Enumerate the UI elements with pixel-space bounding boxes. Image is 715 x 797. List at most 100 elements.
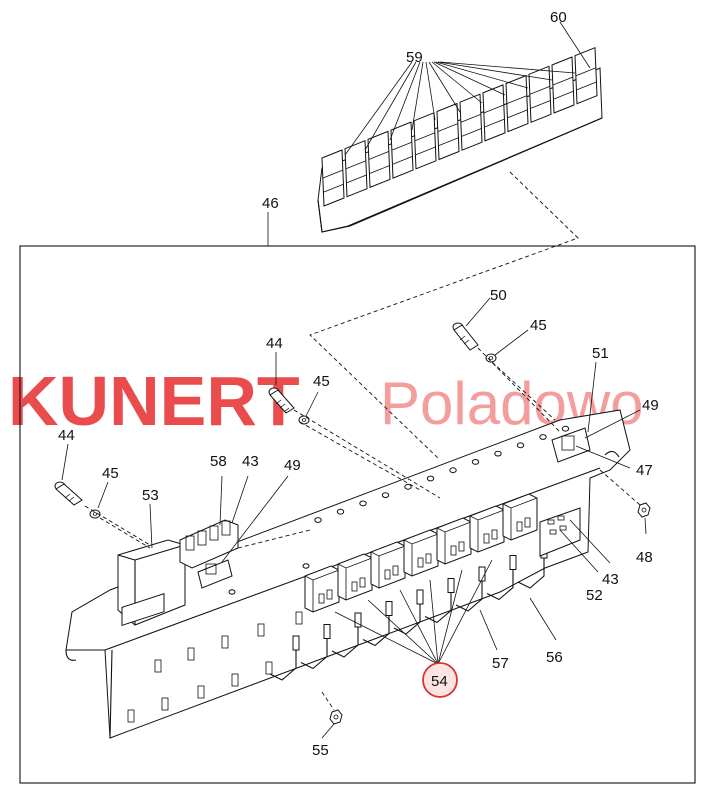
slot-3 <box>221 635 229 649</box>
hole-6 <box>426 475 435 482</box>
wire-hook-1 <box>269 650 297 681</box>
fuse-8 <box>482 84 506 142</box>
wire-terminals <box>269 543 548 681</box>
relay-7 <box>502 493 538 541</box>
wire-hook-9 <box>517 558 545 589</box>
callout-57: 57 <box>492 655 509 672</box>
fuse-3 <box>367 130 391 189</box>
callout-45-upper: 45 <box>313 373 330 390</box>
fuse-1 <box>321 149 345 207</box>
callout-56: 56 <box>546 649 563 666</box>
hole-9 <box>494 450 502 457</box>
slot-5 <box>295 611 303 625</box>
fuse-2 <box>344 139 368 198</box>
fuse-12 <box>574 46 598 105</box>
callout-48: 48 <box>636 549 653 566</box>
relay-1 <box>304 565 340 613</box>
callout-58: 58 <box>210 453 227 470</box>
relay-3 <box>370 541 406 589</box>
callout-54: 54 <box>431 673 448 690</box>
hole-7 <box>449 467 457 474</box>
slot-2 <box>187 647 195 661</box>
hole-10 <box>516 442 525 449</box>
callout-43-left: 43 <box>242 453 259 470</box>
callout-49-left: 49 <box>284 457 301 474</box>
bracket-49-left <box>197 559 233 589</box>
relay-5 <box>436 517 472 565</box>
fuse-6 <box>436 102 460 161</box>
relay-4 <box>403 529 439 577</box>
connector-58 <box>179 519 239 569</box>
relays <box>304 493 538 613</box>
fuse-7 <box>459 93 483 151</box>
hole-left <box>228 589 236 595</box>
callout-59: 59 <box>406 49 423 66</box>
hole-12 <box>561 425 570 432</box>
slot-4 <box>257 623 265 637</box>
callout-46: 46 <box>262 195 279 212</box>
callout-45-left: 45 <box>102 465 119 482</box>
callout-43-right: 43 <box>602 571 619 588</box>
nut-55 <box>329 709 343 725</box>
slot-9 <box>231 673 239 687</box>
wire-hook-7 <box>455 581 483 612</box>
wire-hook-8 <box>486 569 514 601</box>
screw-50 <box>452 322 479 351</box>
fuse-5 <box>413 112 437 170</box>
plate-slots <box>127 611 303 723</box>
callout-51: 51 <box>592 345 609 362</box>
slot-6 <box>127 709 135 723</box>
fuse-11 <box>551 56 575 114</box>
callout-45-right: 45 <box>530 317 547 334</box>
relay-6 <box>469 505 505 553</box>
watermark: KUNERT Poladowo <box>8 362 644 440</box>
slot-8 <box>197 685 205 699</box>
slot-7 <box>161 697 169 711</box>
leader-lines <box>61 21 647 739</box>
callout-52: 52 <box>586 587 603 604</box>
washer-45-left <box>89 509 101 519</box>
callout-49-right: 49 <box>642 397 659 414</box>
fuse-block <box>317 46 603 233</box>
wire-hook-4 <box>362 615 390 647</box>
screw-44-upper <box>268 387 295 414</box>
wire-hook-6 <box>424 592 452 624</box>
fuse-4 <box>390 121 414 179</box>
callout-labels: 60 59 46 50 45 44 45 51 49 44 45 58 43 4… <box>58 9 659 759</box>
hole-8 <box>471 459 480 465</box>
bracket-49-right <box>551 427 591 463</box>
wire-hook-2 <box>300 638 328 670</box>
watermark-bold: KUNERT <box>8 362 300 440</box>
hole-2 <box>336 508 345 515</box>
hole-5 <box>404 483 412 490</box>
hole-1 <box>314 517 322 523</box>
connector-block-53 <box>117 539 186 627</box>
callout-55: 55 <box>312 742 329 759</box>
washer-45-right <box>485 353 497 363</box>
callout-60: 60 <box>550 9 567 26</box>
hole-mid <box>302 563 310 569</box>
wire-hook-5 <box>393 604 421 635</box>
callout-47: 47 <box>636 462 653 479</box>
callout-44-upper: 44 <box>266 335 283 352</box>
callout-50: 50 <box>490 287 507 304</box>
callout-44-left: 44 <box>58 427 75 444</box>
screw-44-left <box>54 481 83 506</box>
hole-4 <box>381 492 390 499</box>
dashed-guides <box>84 171 641 711</box>
wire-hook-3 <box>331 627 359 658</box>
highlight-circle-54 <box>422 662 458 698</box>
relay-2 <box>337 553 373 601</box>
plate-holes <box>228 425 570 595</box>
slot-10 <box>265 661 273 675</box>
hole-3 <box>359 500 367 507</box>
fuse-9 <box>505 74 529 133</box>
fuse-10 <box>528 65 552 124</box>
hole-11 <box>539 434 547 440</box>
slot-1 <box>154 659 162 673</box>
callout-53: 53 <box>142 487 159 504</box>
nut-48 <box>637 502 651 518</box>
assembly-frame <box>19 245 696 784</box>
